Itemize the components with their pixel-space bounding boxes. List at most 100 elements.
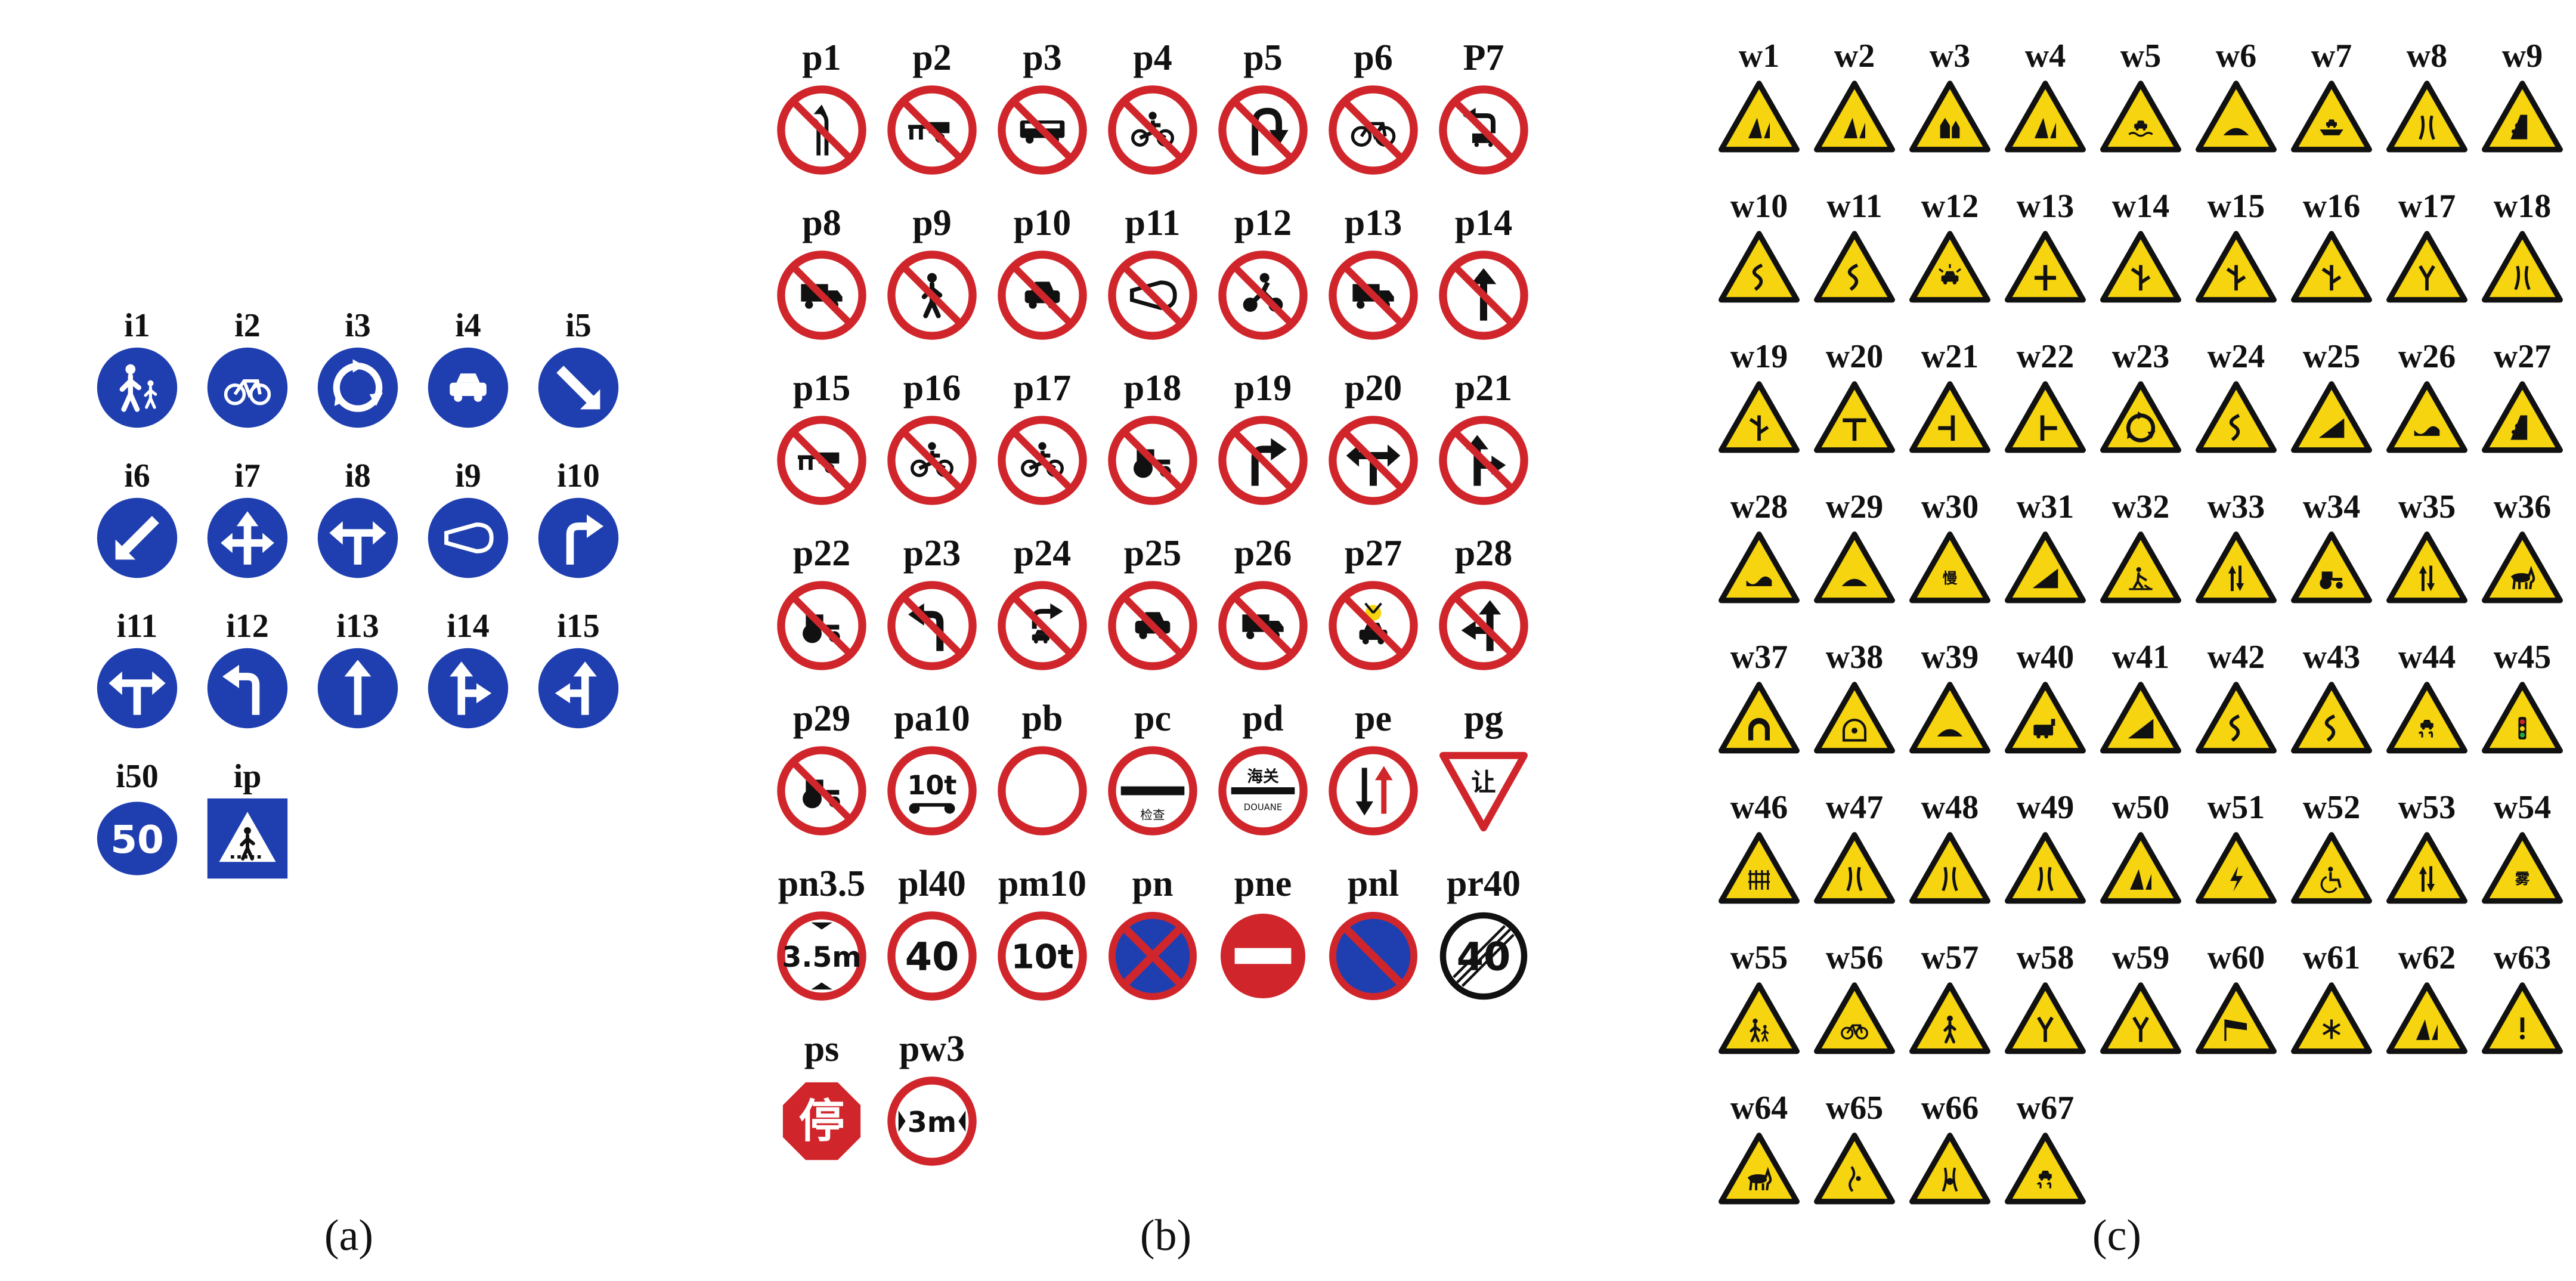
sign-cell: i2 bbox=[194, 309, 301, 435]
sign-code-label: w20 bbox=[1825, 338, 1884, 375]
narrow-bridge-icon bbox=[2482, 231, 2563, 303]
sign-code-label: w11 bbox=[1826, 188, 1883, 225]
svg-text:40: 40 bbox=[905, 935, 959, 980]
sign-code-label: p15 bbox=[792, 368, 851, 409]
arrows-straight-left-right-icon bbox=[207, 497, 288, 578]
sign-cell: w45 bbox=[2472, 640, 2573, 765]
hump-bridge-2-icon bbox=[1909, 682, 1990, 754]
sign-cell: pb bbox=[987, 700, 1097, 841]
sign-code-label: i12 bbox=[226, 608, 269, 645]
sign-cell: p20 bbox=[1318, 370, 1428, 510]
sign-code-label: p13 bbox=[1344, 203, 1402, 243]
arrows-straight-right-icon bbox=[428, 648, 509, 729]
sign-code-label: pnl bbox=[1347, 864, 1400, 904]
crossroad-icon bbox=[2005, 231, 2086, 303]
sign-cell: w32 bbox=[2090, 490, 2191, 614]
arrows-left-right-turn-icon bbox=[317, 497, 398, 578]
sign-cell: w28 bbox=[1708, 490, 1810, 614]
sign-code-label: P7 bbox=[1463, 38, 1504, 78]
sign-code-label: pe bbox=[1355, 698, 1392, 739]
fog-icon: 雾 bbox=[2482, 832, 2563, 904]
sign-code-label: w26 bbox=[2398, 338, 2456, 375]
sign-code-label: w52 bbox=[2302, 789, 2361, 826]
sign-code-label: p27 bbox=[1344, 533, 1402, 574]
sign-code-label: i10 bbox=[557, 457, 600, 494]
t-junction-left-icon bbox=[1909, 381, 1990, 453]
sign-code-label: w17 bbox=[2398, 188, 2456, 225]
sharp-curve-icon bbox=[2291, 682, 2372, 754]
sign-cell: w18 bbox=[2472, 190, 2573, 314]
sign-cell: w48 bbox=[1899, 791, 2001, 915]
sign-cell: w65 bbox=[1804, 1091, 1905, 1215]
sign-code-label: w32 bbox=[2111, 488, 2170, 525]
cliff-left-icon bbox=[1719, 81, 1800, 153]
sign-cell: w22 bbox=[1995, 340, 2096, 464]
reverse-curve-left-icon bbox=[1719, 231, 1800, 303]
tunnel-lights-icon bbox=[1814, 682, 1895, 754]
sign-code-label: p11 bbox=[1125, 203, 1181, 243]
height-limit-icon: 3.5m bbox=[777, 911, 866, 1001]
dip-icon bbox=[1719, 531, 1800, 604]
sign-cell: p3 bbox=[987, 39, 1097, 180]
sign-code-label: w28 bbox=[1730, 488, 1788, 525]
sign-cell: p18 bbox=[1098, 370, 1208, 510]
cattle-icon bbox=[1719, 1133, 1800, 1205]
no-overtaking-icon bbox=[777, 85, 866, 175]
sign-cell: w5 bbox=[2090, 39, 2191, 163]
sign-code-label: ps bbox=[804, 1029, 840, 1069]
bump-icon bbox=[1814, 531, 1895, 604]
sign-cell: p23 bbox=[877, 535, 987, 676]
weight-limit-icon: 10t bbox=[998, 911, 1087, 1001]
sign-code-label: w53 bbox=[2398, 789, 2456, 826]
sign-code-label: w41 bbox=[2111, 639, 2170, 676]
sign-cell: w56 bbox=[1804, 941, 1905, 1065]
sign-code-label: w37 bbox=[1730, 639, 1788, 676]
sign-code-label: i4 bbox=[455, 307, 481, 344]
road-narrows-icon bbox=[1814, 832, 1895, 904]
sign-cell: w21 bbox=[1899, 340, 2001, 464]
sign-cell: i12 bbox=[194, 609, 301, 736]
number-icon: 50 bbox=[97, 802, 178, 875]
sign-cell: w7 bbox=[2281, 39, 2382, 163]
no-dangerous-goods-icon bbox=[1329, 581, 1418, 670]
sign-code-label: i50 bbox=[116, 758, 159, 795]
sign-cell: w53 bbox=[2376, 791, 2478, 915]
sign-code-label: w3 bbox=[1929, 38, 1971, 75]
sign-cell: w8 bbox=[2376, 39, 2478, 163]
sign-cell: w14 bbox=[2090, 190, 2191, 314]
two-way-icon bbox=[2386, 531, 2467, 604]
sign-code-label: pb bbox=[1021, 698, 1063, 739]
sign-code-label: p2 bbox=[912, 38, 952, 78]
sign-cell: w50 bbox=[2090, 791, 2191, 915]
svg-text:DOUANE: DOUANE bbox=[1244, 803, 1282, 813]
no-entry-icon bbox=[1220, 913, 1306, 999]
sign-cell: w40 bbox=[1995, 640, 2096, 765]
no-truck-left-turn-icon bbox=[1439, 85, 1528, 175]
no-straight-icon bbox=[1439, 250, 1528, 340]
sign-cell: i3 bbox=[304, 309, 411, 435]
no-car-icon bbox=[998, 250, 1087, 340]
no-rickshaw-icon bbox=[887, 416, 977, 505]
sign-code-label: pw3 bbox=[899, 1029, 965, 1069]
sign-code-label: i6 bbox=[124, 457, 150, 494]
sign-cell: p12 bbox=[1208, 205, 1318, 345]
sign-cell: p6 bbox=[1318, 39, 1428, 180]
sign-cell: w33 bbox=[2185, 490, 2287, 614]
sign-cell: w31 bbox=[1995, 490, 2096, 614]
merge-left-icon bbox=[2005, 982, 2086, 1054]
no-straight-left-icon bbox=[1439, 581, 1528, 670]
arrow-down-right-icon bbox=[538, 347, 619, 428]
tunnel-icon bbox=[1719, 682, 1800, 754]
sign-code-label: pd bbox=[1242, 698, 1284, 739]
sign-cell: p5 bbox=[1208, 39, 1318, 180]
cliff-right-2-icon bbox=[2386, 982, 2467, 1054]
sign-code-label: p22 bbox=[792, 533, 851, 574]
sign-cell: w59 bbox=[2090, 941, 2191, 1065]
no-right-turn-icon bbox=[1218, 416, 1308, 505]
sign-code-label: w18 bbox=[2493, 188, 2552, 225]
sign-cell: w42 bbox=[2185, 640, 2287, 765]
sign-cell: w62 bbox=[2376, 941, 2478, 1065]
